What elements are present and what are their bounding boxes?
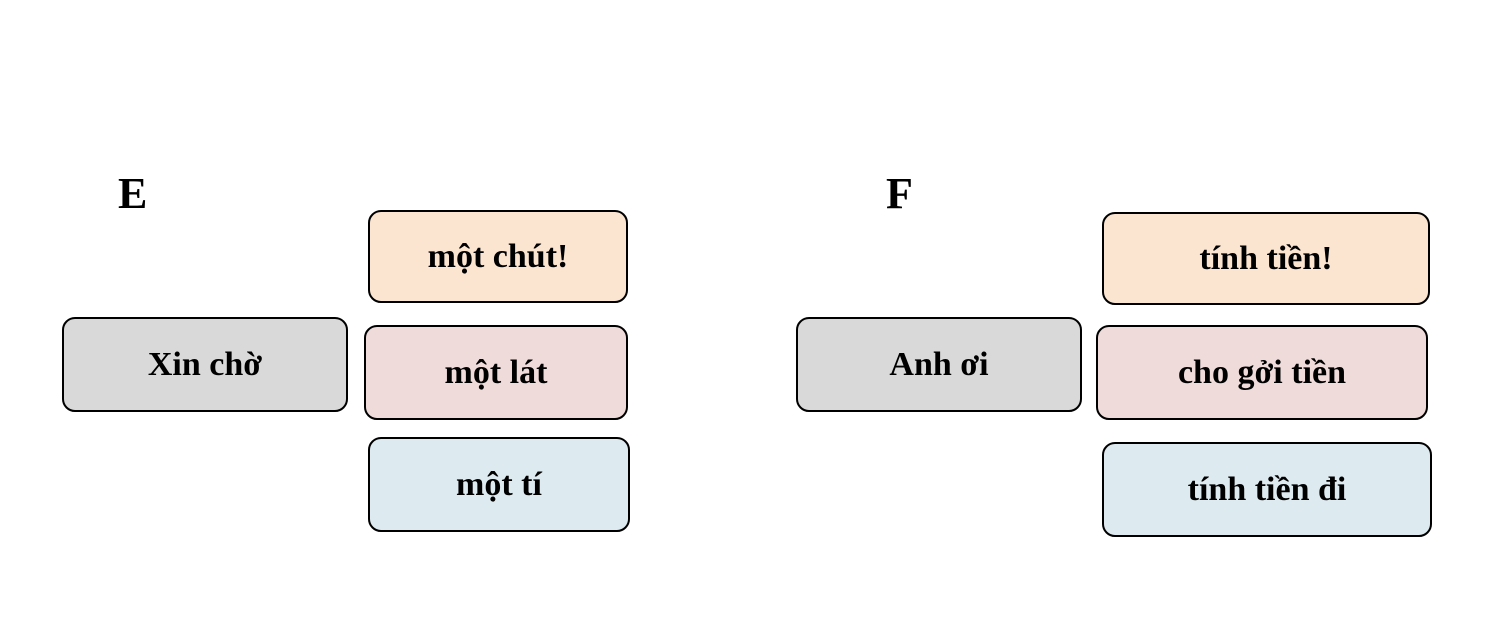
panel-label-f: F <box>886 169 913 218</box>
phrase-option-f-1: tính tiền! <box>1102 212 1430 305</box>
phrase-option-f-3: tính tiền đi <box>1102 442 1432 537</box>
phrase-stem-e: Xin chờ <box>62 317 348 412</box>
phrase-option-e-2: một lát <box>364 325 628 420</box>
phrase-option-e-3: một tí <box>368 437 630 532</box>
phrase-stem-f: Anh ơi <box>796 317 1082 412</box>
phrase-option-f-2: cho gởi tiền <box>1096 325 1428 420</box>
phrase-option-e-1: một chút! <box>368 210 628 303</box>
panel-label-e: E <box>118 169 148 218</box>
